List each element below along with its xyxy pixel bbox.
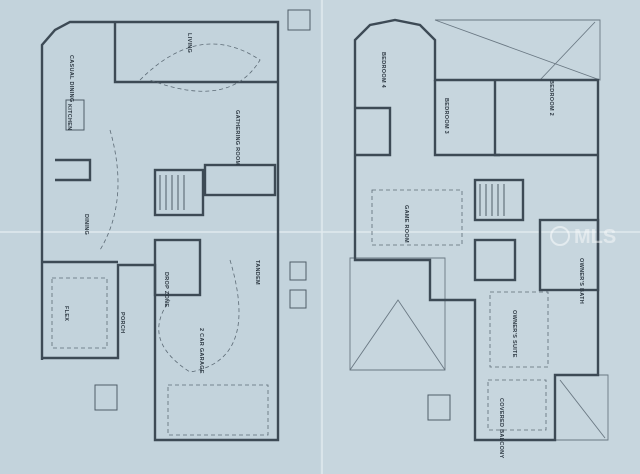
room-label: KITCHEN	[66, 104, 72, 131]
wiring	[139, 43, 261, 92]
room-label: DROP ZONE	[163, 272, 169, 307]
living-wall	[113, 22, 278, 84]
owners-suite-area	[489, 291, 549, 368]
watermark: MLS	[574, 226, 616, 248]
room-label: GATHERING ROOM	[234, 110, 240, 166]
watermark-logo-icon	[550, 226, 570, 246]
roof-bottom-ridge	[559, 379, 606, 439]
legend-box-2	[427, 394, 451, 421]
first-floor-plan: CASUAL DINING KITCHEN LIVING GATHERING R…	[40, 9, 311, 442]
second-floor-exterior-wall	[353, 18, 600, 442]
bedroom3-wall	[433, 80, 500, 157]
bedroom2-wall	[493, 80, 598, 157]
title-box	[287, 9, 311, 31]
room-label: BEDROOM 2	[548, 80, 554, 116]
room-label: LIVING	[186, 33, 192, 53]
room-label: OWNER'S SUITE	[511, 310, 517, 358]
room-label: BEDROOM 3	[443, 98, 449, 134]
wiring	[99, 129, 119, 251]
ac-pad-1	[289, 261, 307, 281]
second-floor-plan: BEDROOM 4 BEDROOM 3 BEDROOM 2 GAME ROOM …	[349, 18, 609, 458]
balcony-area	[487, 379, 547, 431]
room-label: CASUAL DINING	[68, 55, 74, 103]
stairs-2	[479, 184, 505, 216]
stair-enclosure	[153, 168, 205, 217]
legend-box	[94, 384, 118, 411]
wiring	[158, 259, 240, 373]
roof-left-hip	[349, 299, 446, 371]
kitchen-wall	[55, 158, 92, 182]
room-label: COVERED BALCONY	[498, 398, 504, 458]
owners-bath-wall	[538, 218, 600, 292]
room-label: FLEX	[63, 306, 69, 321]
ac-pad-2	[289, 289, 307, 309]
room-label: 2 CAR GARAGE	[198, 328, 204, 374]
room-label: TANDEM	[254, 260, 260, 285]
drop-zone-wall	[153, 238, 202, 297]
game-room-area	[371, 189, 463, 246]
stair-enclosure-2	[473, 178, 525, 222]
powder-room	[203, 163, 277, 197]
room-label: BEDROOM 4	[380, 52, 386, 89]
room-label: DINING	[83, 214, 89, 235]
closet-wall	[473, 238, 517, 282]
roof-top-right	[434, 19, 601, 81]
room-label: GAME ROOM	[403, 205, 409, 243]
roof-ridge	[539, 21, 596, 81]
stairs	[159, 175, 185, 210]
room-label: OWNER'S BATH	[578, 258, 584, 304]
first-floor-exterior-wall	[40, 20, 280, 442]
kitchen-island	[65, 99, 85, 131]
garage-parking	[167, 384, 269, 436]
room-label: PORCH	[119, 312, 125, 333]
left-sheet	[0, 0, 320, 474]
bath-wall	[355, 106, 392, 157]
